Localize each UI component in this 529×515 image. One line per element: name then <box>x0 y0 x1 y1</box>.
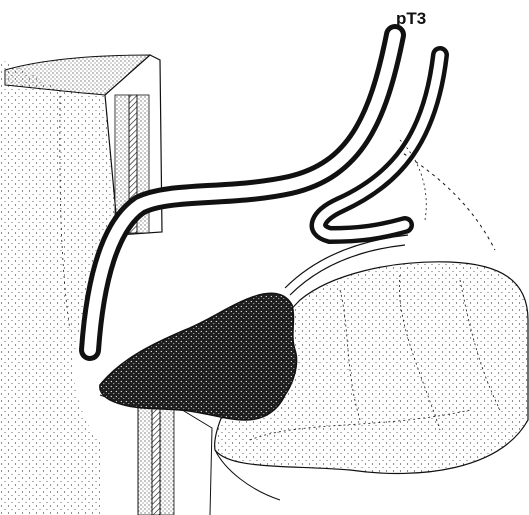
wall-cross-section-lower <box>100 395 212 515</box>
stage-label: pT3 <box>396 9 426 28</box>
tumor <box>100 293 297 420</box>
